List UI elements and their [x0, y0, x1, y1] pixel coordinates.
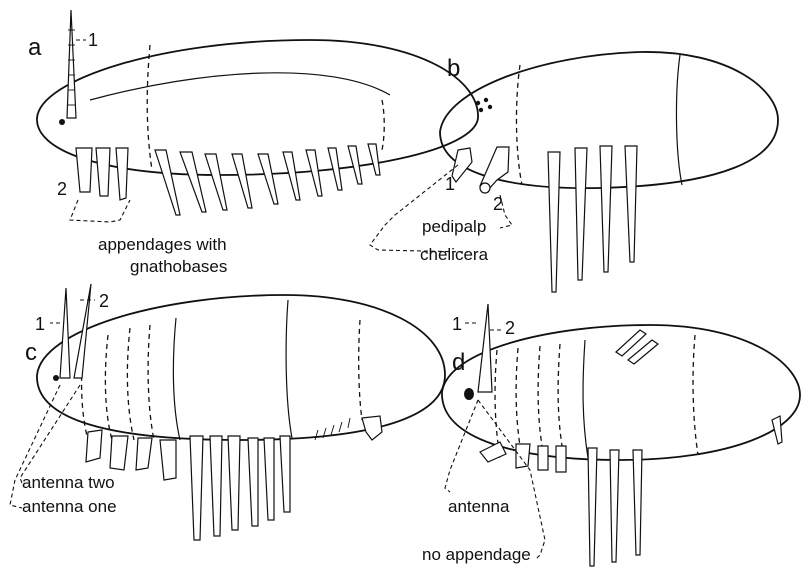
panel-b-number-2: 2 — [493, 194, 503, 214]
panel-b-letter: b — [447, 55, 460, 82]
panel-d-letter: d — [452, 349, 465, 376]
panel-b-number-1: 1 — [445, 174, 455, 194]
panel-d-number-1: 1 — [452, 314, 462, 334]
panel-c-letter: c — [25, 339, 37, 366]
panel-d-legs — [588, 448, 642, 566]
panel-c-number-1: 1 — [35, 314, 45, 334]
panel-c-number-2: 2 — [99, 291, 109, 311]
panel-a-number-1: 1 — [88, 30, 98, 50]
panel-d-antenna — [478, 304, 492, 392]
panel-d-number-2: 2 — [505, 318, 515, 338]
panel-a-dorsal-line — [90, 73, 390, 100]
panel-b-label-chelicera: chelicera — [420, 245, 489, 264]
panel-c-antenna-one — [60, 288, 70, 378]
panel-a-caption-line1: appendages with — [98, 235, 227, 254]
panel-c-label-antenna-one: antenna one — [22, 497, 117, 516]
panel-b-label-pedipalp: pedipalp — [422, 217, 486, 236]
panel-d-label-no-appendage: no appendage — [422, 545, 531, 564]
panel-b-segment-line — [516, 65, 522, 185]
panel-c-body-outline — [37, 295, 445, 440]
panel-a-segment-line — [147, 45, 152, 170]
panel-d-label-antenna: antenna — [448, 497, 510, 516]
panel-a-eye — [59, 119, 65, 125]
panel-d-eye — [464, 388, 474, 400]
panel-c-legs — [190, 436, 290, 540]
panel-b-segment-line — [676, 55, 682, 185]
panel-a-number-2: 2 — [57, 179, 67, 199]
panel-c-antenna-two — [74, 284, 91, 378]
panel-c-label-antenna-two: antenna two — [22, 473, 115, 492]
panel-d-body-outline — [442, 325, 800, 460]
panel-a-appendages — [76, 144, 380, 215]
panel-b-legs — [548, 146, 637, 292]
panel-a-antenna — [67, 10, 76, 118]
panel-a: a 1 2 appendages with gnathobases — [28, 10, 478, 276]
panel-c: c 1 2 antenna two antenna one — [10, 284, 445, 540]
panel-a-caption-line2: gnathobases — [130, 257, 227, 276]
panel-c-eye — [53, 375, 59, 381]
panel-a-letter: a — [28, 34, 42, 61]
panel-b: b 1 2 pedipalp chelicera — [370, 52, 778, 292]
panel-d: d 1 2 antenna no appendage — [422, 304, 800, 566]
panel-a-segment-line — [382, 100, 384, 150]
